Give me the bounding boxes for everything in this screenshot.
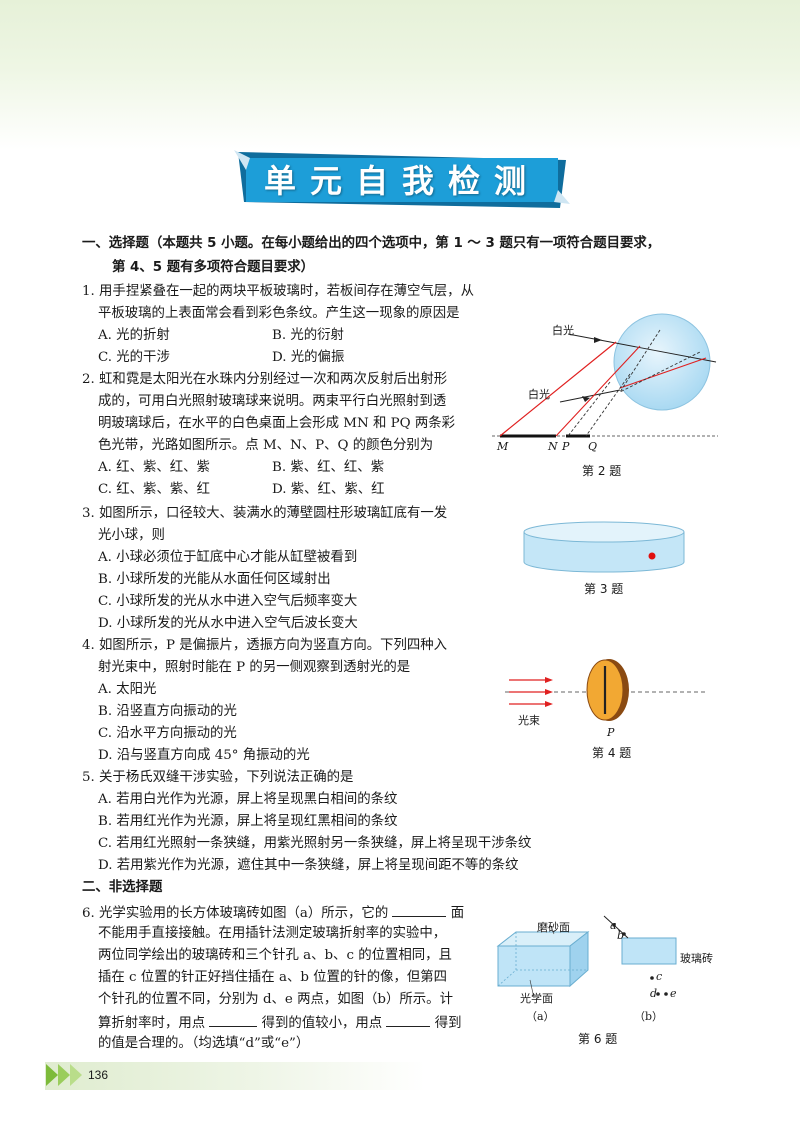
q6-blank-1[interactable]: [392, 902, 447, 917]
q1-option-b: B. 光的衍射: [272, 328, 344, 343]
figure-q3-glass-tank: [523, 521, 685, 573]
q1-option-c: C. 光的干涉: [98, 350, 170, 365]
q5-option-c: C. 若用红光照射一条狭缝，用紫光照射另一条狭缝，屏上将呈现干涉条纹: [98, 836, 532, 851]
glowing-ball-icon: [648, 552, 656, 560]
q6-blank-3[interactable]: [386, 1012, 431, 1027]
section2-heading: 二、非选择题: [82, 880, 163, 895]
q3-option-b: B. 小球所发的光能从水面任何区域射出: [98, 572, 331, 587]
q4-option-d: D. 沿与竖直方向成 45° 角振动的光: [98, 748, 310, 763]
q3-option-c: C. 小球所发的光从水中进入空气后频率变大: [98, 594, 358, 609]
q2-line3: 明玻璃球后，在水平的白色桌面上会形成 MN 和 PQ 两条彩: [98, 416, 456, 431]
q5-option-a: A. 若用白光作为光源，屏上将呈现黑白相间的条纹: [98, 792, 398, 807]
figure-q6a-glass-brick: [496, 923, 590, 999]
q6-sub-b: （b）: [634, 1010, 664, 1023]
figure-q4-polarizer: [505, 659, 705, 721]
q6-line7: 的值是合理的。（均选填“d”或“e”）: [98, 1036, 310, 1051]
q2-label-white-light-top: 白光: [552, 324, 574, 337]
q6-line4: 插在 c 位置的针正好挡住插在 a、b 位置的针的像，但第四: [98, 970, 448, 985]
q2-option-d: D. 紫、红、紫、红: [272, 482, 385, 497]
q6-label-optical-face: 光学面: [520, 992, 553, 1005]
section1-heading-line2: 第 4、5 题有多项符合题目要求）: [112, 260, 315, 275]
q4-option-a: A. 太阳光: [98, 682, 157, 697]
q5-option-d: D. 若用紫光作为光源，遮住其中一条狭缝，屏上将呈现间距不等的条纹: [98, 858, 519, 873]
q6-label-b: b: [617, 929, 625, 942]
q6-figure-caption: 第 6 题: [578, 1032, 618, 1046]
q6-label-glass-brick: 玻璃砖: [680, 952, 713, 965]
q4-line2: 射光束中，照射时能在 P 的另一侧观察到透射光的是: [98, 660, 411, 675]
q4-label-beam: 光束: [518, 714, 540, 727]
q2-label-N: N: [548, 440, 558, 453]
figure-q2-glass-sphere: [492, 313, 718, 438]
q2-option-c: C. 红、紫、紫、红: [98, 482, 211, 497]
q6-line1-b: 面: [450, 906, 465, 921]
q4-label-P: P: [607, 726, 615, 739]
q6-line6-a: 算折射率时，用点: [98, 1016, 206, 1031]
q2-figure-caption: 第 2 题: [582, 464, 622, 478]
q6-label-c: c: [656, 970, 663, 983]
title-banner-shape: [234, 150, 570, 208]
q2-label-Q: Q: [588, 440, 598, 453]
unit-title-banner: 单元自我检测: [232, 146, 572, 212]
q6-sub-a: （a）: [526, 1010, 555, 1023]
q6-line1: 6. 光学实验用的长方体玻璃砖如图（a）所示，它的 面: [82, 902, 464, 924]
page-chevrons-icon: [46, 1064, 82, 1086]
q6-line1-a: 6. 光学实验用的长方体玻璃砖如图（a）所示，它的: [82, 906, 389, 921]
q3-figure-caption: 第 3 题: [584, 582, 624, 596]
footer-bar: [45, 1062, 425, 1090]
q6-line5: 个针孔的位置不同，分别为 d、e 两点，如图（b）所示。计: [98, 992, 453, 1007]
q2-label-M: M: [497, 440, 509, 453]
q6-line2: 不能用手直接接触。在用插针法测定玻璃折射率的实验中，: [98, 926, 447, 941]
q1-line1: 1. 用手捏紧叠在一起的两块平板玻璃时，若板间存在薄空气层，从: [82, 284, 474, 299]
q6-line6-c: 得到: [434, 1016, 462, 1031]
q6-label-e: e: [670, 987, 677, 1000]
q1-option-a: A. 光的折射: [98, 328, 170, 343]
q5-option-b: B. 若用红光作为光源，屏上将呈现红黑相间的条纹: [98, 814, 398, 829]
header-band: [0, 0, 800, 150]
unit-title: 单元自我检测: [263, 162, 540, 200]
q2-option-a: A. 红、紫、红、紫: [98, 460, 210, 475]
q6-label-d: d: [650, 987, 658, 1000]
figure-q6b-pin-positions: [603, 915, 677, 996]
q4-figure-caption: 第 4 题: [592, 746, 632, 760]
q3-option-a: A. 小球必须位于缸底中心才能从缸壁被看到: [98, 550, 358, 565]
q1-line2: 平板玻璃的上表面常会看到彩色条纹。产生这一现象的原因是: [98, 306, 460, 321]
q3-option-d: D. 小球所发的光从水中进入空气后波长变大: [98, 616, 358, 631]
q6-line6: 算折射率时，用点 得到的值较小，用点 得到: [98, 1012, 461, 1034]
q4-option-b: B. 沿竖直方向振动的光: [98, 704, 237, 719]
q4-option-c: C. 沿水平方向振动的光: [98, 726, 237, 741]
q5-line1: 5. 关于杨氏双缝干涉实验，下列说法正确的是: [82, 770, 354, 785]
q6-label-frosted-face: 磨砂面: [537, 921, 570, 934]
q2-option-b: B. 紫、红、红、紫: [272, 460, 385, 475]
q6-label-a: a: [610, 919, 617, 932]
q2-line1: 2. 虹和霓是太阳光在水珠内分别经过一次和两次反射后出射形: [82, 372, 448, 387]
q2-line2: 成的，可用白光照射玻璃球来说明。两束平行白光照射到透: [98, 394, 447, 409]
page-number: 136: [88, 1068, 109, 1082]
q2-label-white-light-bottom: 白光: [528, 388, 550, 401]
q6-line6-b: 得到的值较小，用点: [261, 1016, 383, 1031]
q6-line3: 两位同学绘出的玻璃砖和三个针孔 a、b、c 的位置相同，且: [98, 948, 452, 963]
q3-line1: 3. 如图所示，口径较大、装满水的薄壁圆柱形玻璃缸底有一发: [82, 506, 448, 521]
section1-heading-line1: 一、选择题（本题共 5 小题。在每小题给出的四个选项中，第 1 ～ 3 题只有一…: [82, 236, 661, 251]
q2-line4: 色光带，光路如图所示。点 M、N、P、Q 的颜色分别为: [98, 438, 434, 453]
q3-line2: 光小球，则: [98, 528, 165, 543]
q4-line1: 4. 如图所示，P 是偏振片，透振方向为竖直方向。下列四种入: [82, 638, 448, 653]
q2-label-P: P: [562, 440, 570, 453]
q6-blank-2[interactable]: [209, 1012, 258, 1027]
q1-option-d: D. 光的偏振: [272, 350, 345, 365]
